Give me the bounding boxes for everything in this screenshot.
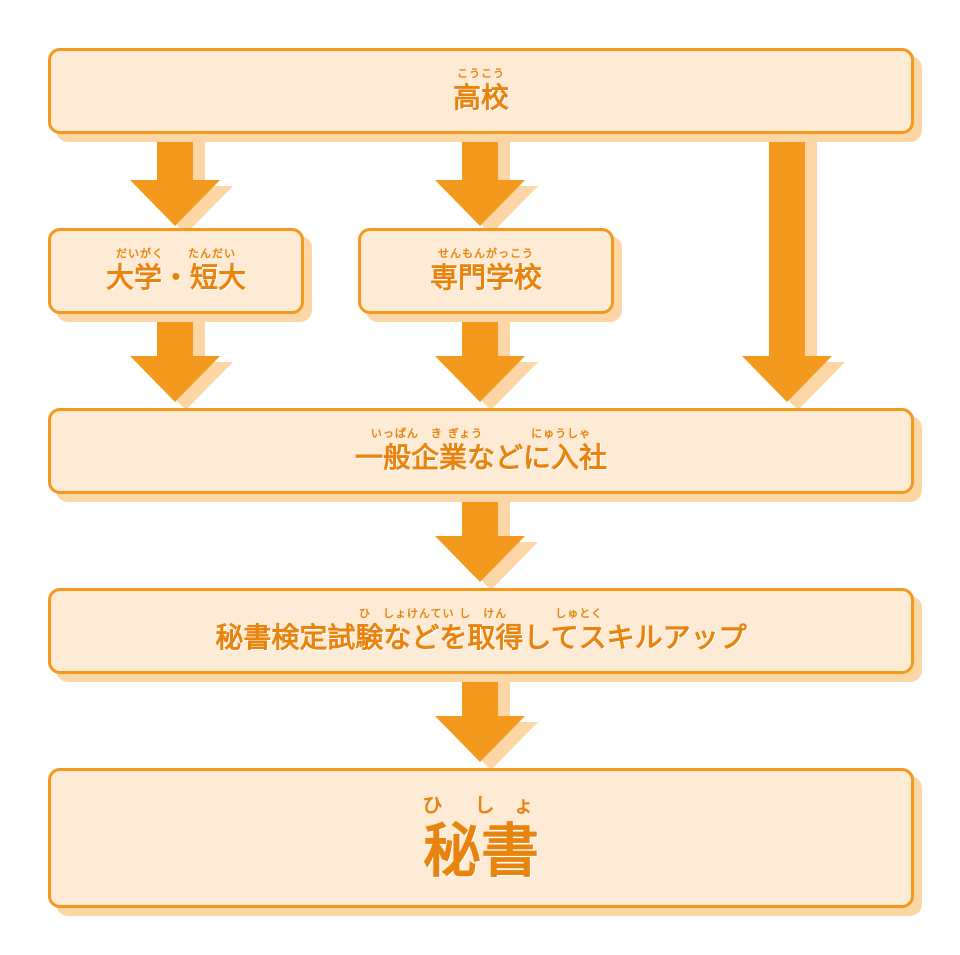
node-vocational: せんもんがっこう 専門学校: [358, 228, 614, 314]
node-employment: いっぱん き ぎょう にゅうしゃ 一般企業などに入社: [48, 408, 914, 494]
node-employment-label: 一般企業などに入社: [354, 441, 607, 474]
node-high-school: こうこう 高校: [48, 48, 914, 134]
node-vocational-label: 専門学校: [429, 261, 542, 294]
node-high-school-ruby: こうこう: [457, 67, 505, 80]
node-secretary-ruby: ひ し ょ: [422, 793, 540, 817]
node-university-label: 大学・短大: [105, 261, 246, 294]
node-university: だいがく たんだい 大学・短大: [48, 228, 304, 314]
node-vocational-ruby: せんもんがっこう: [438, 247, 534, 260]
node-secretary: ひ し ょ 秘書: [48, 768, 914, 908]
node-secretary-label: 秘書: [422, 817, 539, 885]
arrow-skill-sec: [435, 670, 525, 762]
arrow-emp-skill: [435, 490, 525, 582]
node-skill-up-label: 秘書検定試験などを取得してスキルアップ: [215, 621, 747, 654]
node-high-school-label: 高校: [452, 81, 509, 114]
node-employment-ruby: いっぱん き ぎょう にゅうしゃ: [370, 427, 592, 440]
node-skill-up-ruby: ひ しょけんてい し けん しゅとく: [359, 607, 603, 620]
arrow-univ-emp: [130, 310, 220, 402]
node-university-ruby: だいがく たんだい: [116, 247, 236, 260]
arrow-hs-voc: [435, 130, 525, 226]
arrow-voc-emp: [435, 310, 525, 402]
node-skill-up: ひ しょけんてい し けん しゅとく 秘書検定試験などを取得してスキルアップ: [48, 588, 914, 674]
arrow-hs-univ: [130, 130, 220, 226]
arrow-hs-emp: [742, 130, 832, 402]
